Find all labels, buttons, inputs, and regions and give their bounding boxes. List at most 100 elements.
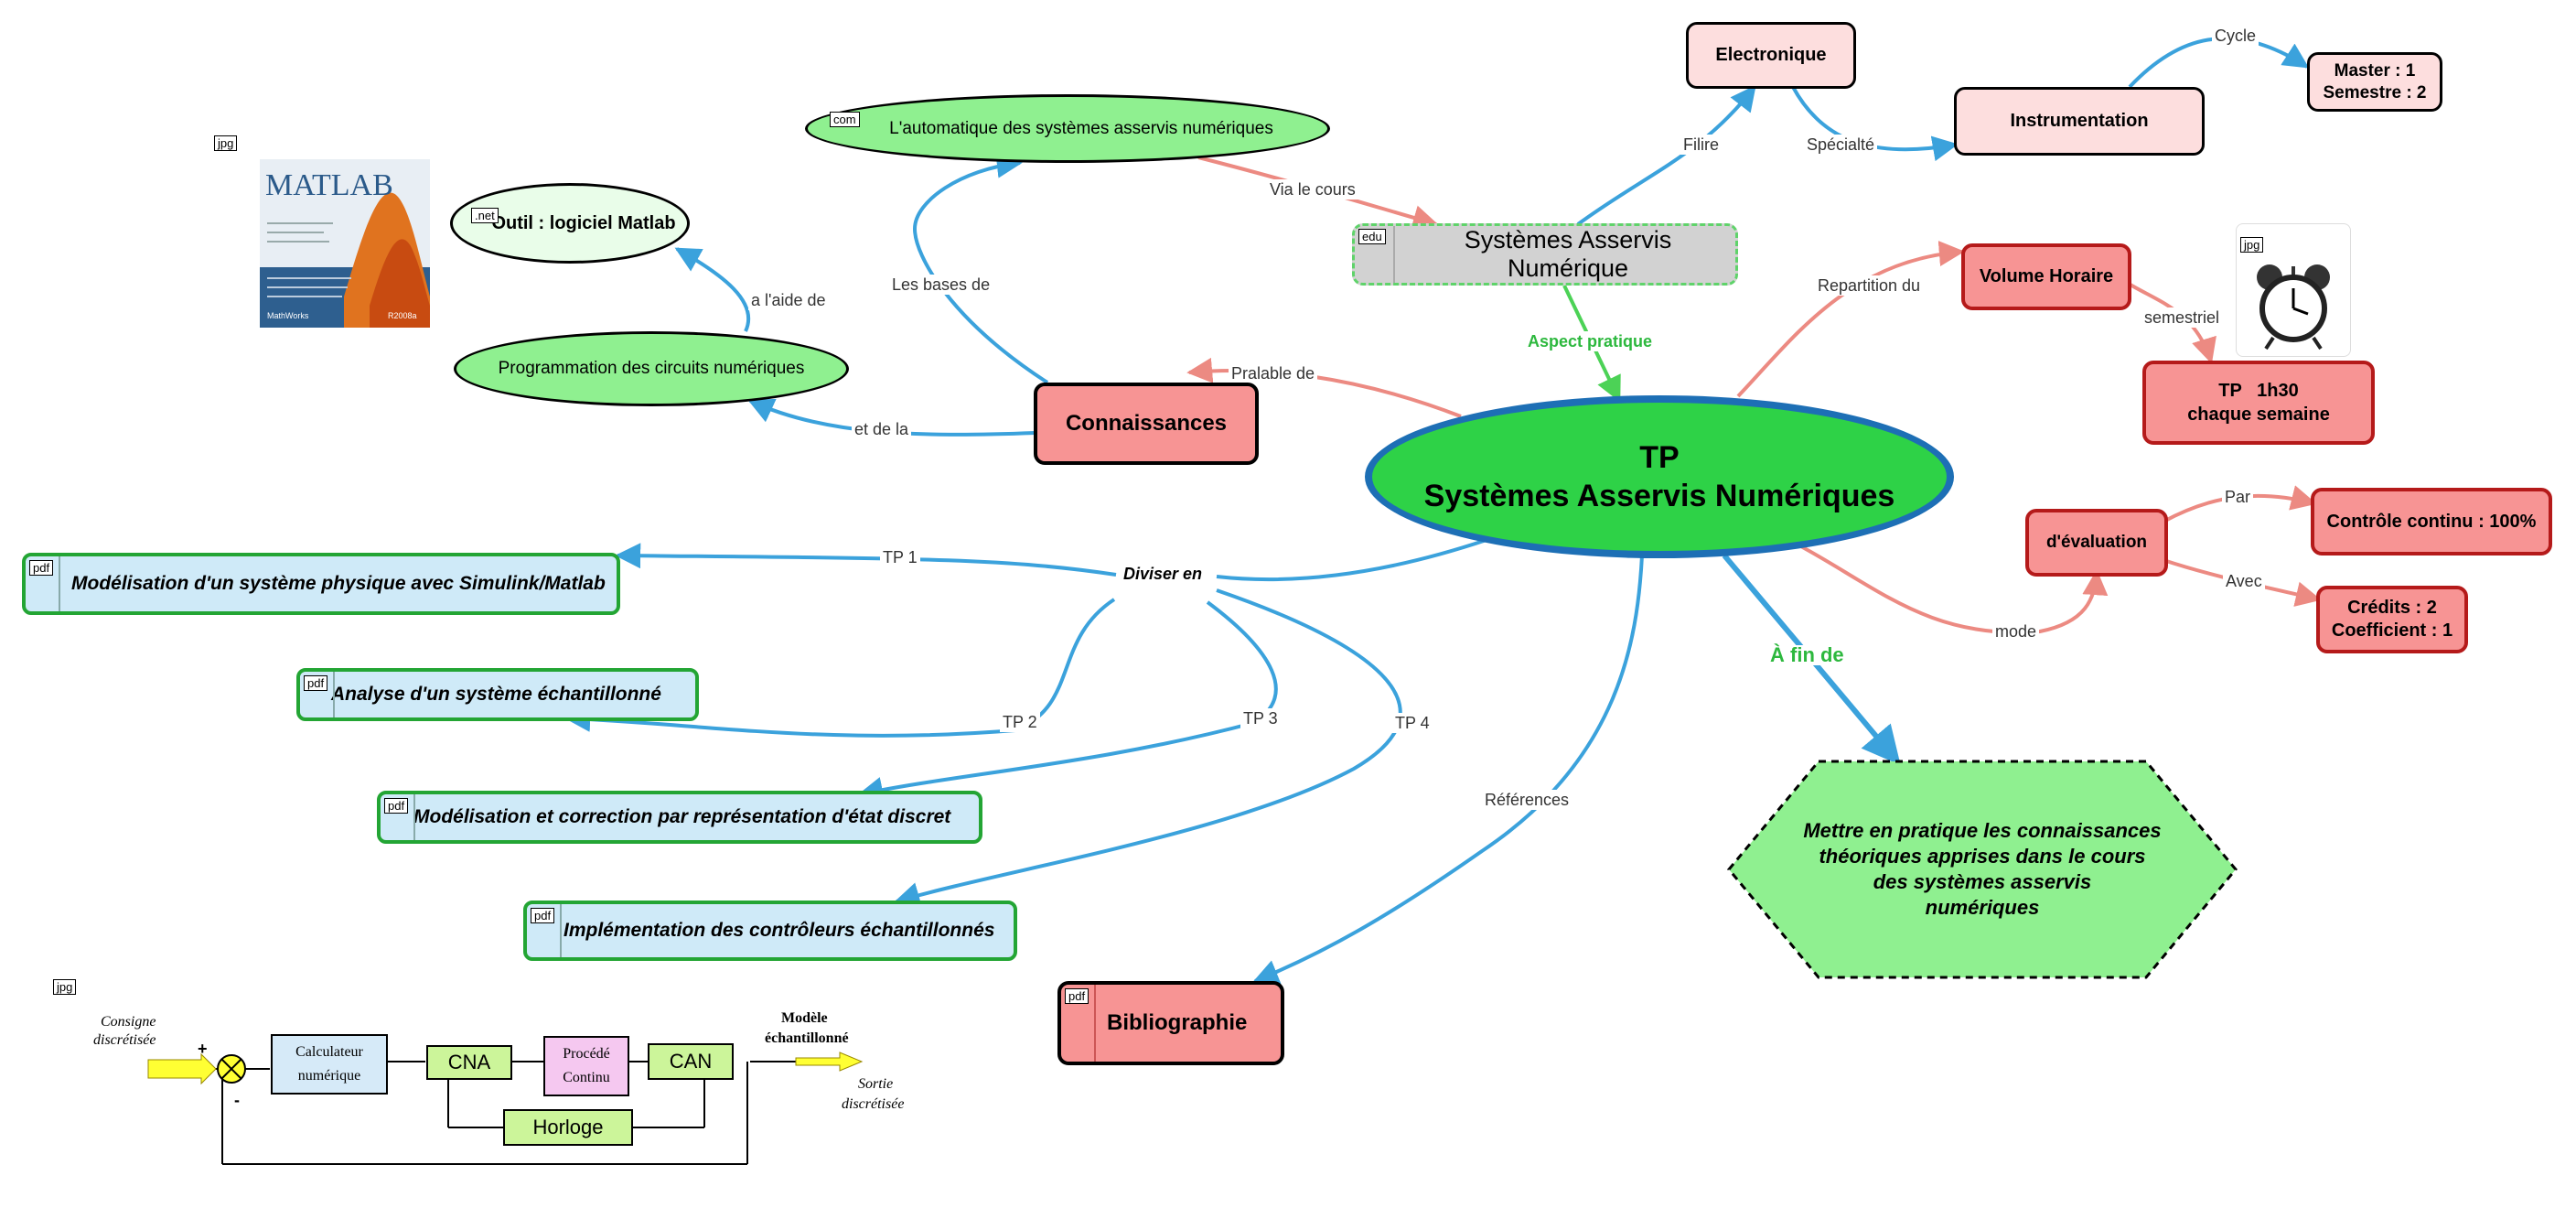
- central-topic-line2: Systèmes Asservis Numériques: [1423, 479, 1895, 513]
- matlab-version-text: R2008a: [388, 311, 417, 320]
- instrumentation-node[interactable]: Instrumentation: [1954, 87, 2205, 156]
- electronique-node[interactable]: Electronique: [1686, 22, 1856, 89]
- central-topic[interactable]: TP Systèmes Asservis Numériques: [1365, 395, 1954, 558]
- clock-image[interactable]: jpg: [2236, 223, 2351, 357]
- bibliographie-tag: pdf: [1065, 988, 1089, 1004]
- tp1-strip: [26, 556, 60, 611]
- outil-tag: .net: [471, 208, 499, 223]
- consigne-label: Consigne: [101, 1014, 156, 1030]
- label-les-bases-de: Les bases de: [889, 275, 993, 295]
- tp4-label: Implémentation des contrôleurs échantill…: [564, 920, 995, 941]
- bibliographie-strip: [1061, 985, 1096, 1062]
- label-tp2: TP 2: [1000, 712, 1040, 732]
- hexagon-line3: des systèmes asservis: [1873, 870, 2092, 893]
- cna-block: CNA: [426, 1045, 512, 1080]
- master-line1: Master : 1: [2334, 60, 2416, 81]
- programmation-node[interactable]: Programmation des circuits numériques: [454, 331, 849, 406]
- label-references: Références: [1482, 790, 1572, 810]
- edu-strip: [1355, 226, 1395, 283]
- automatique-node[interactable]: com L'automatique des systèmes asservis …: [805, 94, 1330, 163]
- automatique-tag: com: [830, 112, 860, 127]
- tp1-tag: pdf: [29, 560, 54, 576]
- label-cycle: Cycle: [2212, 26, 2259, 46]
- tp1-document[interactable]: pdf Modélisation d'un système physique a…: [22, 553, 620, 615]
- label-repartition: Repartition du: [1815, 275, 1924, 296]
- link-tp3: [857, 600, 1278, 803]
- matlab-image[interactable]: MATLAB MathWorks R2008a: [260, 159, 430, 328]
- label-mode: mode: [1992, 621, 2040, 642]
- credits-line1: Crédits : 2: [2347, 598, 2437, 618]
- edu-label: Systèmes Asservis Numérique: [1464, 226, 1672, 282]
- tp1-label: Modélisation d'un système physique avec …: [71, 573, 606, 594]
- volume-horaire-node[interactable]: Volume Horaire: [1961, 243, 2131, 310]
- procede-line1: Procédé: [563, 1046, 610, 1062]
- minus-sign: -: [234, 1091, 240, 1109]
- tp-time-line1: TP 1h30: [2218, 381, 2299, 401]
- evaluation-node[interactable]: d'évaluation: [2025, 509, 2168, 577]
- link-tp4: [894, 588, 1402, 908]
- label-via-le-cours: Via le cours: [1267, 179, 1358, 200]
- tp4-document[interactable]: pdf Implémentation des contrôleurs échan…: [523, 901, 1017, 961]
- tp2-strip: [300, 672, 335, 717]
- link-tp2: [564, 598, 1116, 738]
- hexagon-line4: numériques: [1925, 896, 2040, 919]
- master-line2: Semestre : 2: [2323, 82, 2427, 102]
- tp3-document[interactable]: pdf Modélisation et correction par repré…: [377, 791, 982, 844]
- discretisee-label: discrétisée: [93, 1032, 156, 1048]
- matlab-brand-text: MathWorks: [267, 311, 309, 320]
- calculateur-line1: Calculateur: [295, 1044, 363, 1060]
- block-image-tag: jpg: [53, 979, 77, 995]
- objective-hexagon[interactable]: Mettre en pratique les connaissances thé…: [1727, 760, 2238, 979]
- matlab-logo-text: MATLAB: [265, 168, 393, 202]
- link-repartition: [1736, 241, 1965, 398]
- label-filire: Filire: [1680, 135, 1722, 155]
- procede-block: Procédé Continu: [543, 1036, 629, 1096]
- matlab-image-tag: jpg: [214, 135, 238, 151]
- hexagon-line1: Mettre en pratique les connaissances: [1803, 819, 2162, 842]
- controle-node[interactable]: Contrôle continu : 100%: [2311, 488, 2552, 555]
- edu-tag: edu: [1358, 229, 1386, 244]
- sortie-line1: Sortie: [858, 1076, 894, 1092]
- label-diviser-en: Diviser en: [1121, 564, 1206, 584]
- outil-label: Outil : logiciel Matlab: [491, 212, 676, 233]
- hexagon-line2: théoriques apprises dans le cours: [1819, 845, 2146, 868]
- can-block: CAN: [648, 1043, 734, 1080]
- link-references: [1252, 555, 1644, 985]
- link-les-bases-de: [912, 152, 1049, 384]
- tp2-document[interactable]: pdf Analyse d'un système échantillonné: [296, 668, 699, 721]
- master-node[interactable]: Master : 1 Semestre : 2: [2307, 52, 2442, 112]
- tp4-tag: pdf: [531, 908, 555, 923]
- bibliographie-node[interactable]: pdf Bibliographie: [1057, 981, 1284, 1065]
- tp2-tag: pdf: [304, 675, 328, 691]
- link-tp1: [615, 543, 1117, 577]
- block-diagram-image[interactable]: Consigne discrétisée + - Calculateur num…: [73, 1001, 951, 1177]
- hexagon-text: Mettre en pratique les connaissances thé…: [1727, 760, 2238, 979]
- label-semestriel: semestriel: [2141, 307, 2223, 328]
- horloge-block: Horloge: [503, 1109, 633, 1146]
- outil-node[interactable]: .net Outil : logiciel Matlab: [450, 183, 690, 264]
- label-par: Par: [2222, 487, 2254, 507]
- tp-time-node[interactable]: TP 1h30 chaque semaine: [2142, 361, 2375, 445]
- central-topic-line1: TP: [1639, 440, 1680, 475]
- label-a-laide-de: a l'aide de: [748, 290, 829, 310]
- label-specialte: Spécialté: [1804, 135, 1878, 155]
- bibliographie-label: Bibliographie: [1107, 1010, 1248, 1035]
- automatique-label: L'automatique des systèmes asservis numé…: [889, 118, 1273, 138]
- tp-time-line2: chaque semaine: [2187, 404, 2330, 425]
- calculateur-block: Calculateur numérique: [271, 1034, 388, 1095]
- label-avec: Avec: [2223, 571, 2265, 591]
- plus-sign: +: [198, 1040, 208, 1058]
- connaissances-node[interactable]: Connaissances: [1034, 383, 1259, 465]
- edu-topic[interactable]: edu Systèmes Asservis Numérique: [1352, 223, 1738, 286]
- credits-node[interactable]: Crédits : 2 Coefficient : 1: [2316, 586, 2468, 653]
- tp3-label: Modélisation et correction par représent…: [413, 806, 951, 827]
- modele-line2: échantillonné: [765, 1030, 849, 1046]
- tp3-strip: [381, 794, 415, 840]
- sortie-line2: discrétisée: [842, 1096, 905, 1112]
- block-diagram-wires: [147, 1052, 864, 1165]
- label-tp4: TP 4: [1392, 713, 1433, 733]
- label-tp3: TP 3: [1240, 708, 1281, 728]
- link-cycle: [2128, 37, 2310, 89]
- calculateur-line2: numérique: [297, 1068, 361, 1084]
